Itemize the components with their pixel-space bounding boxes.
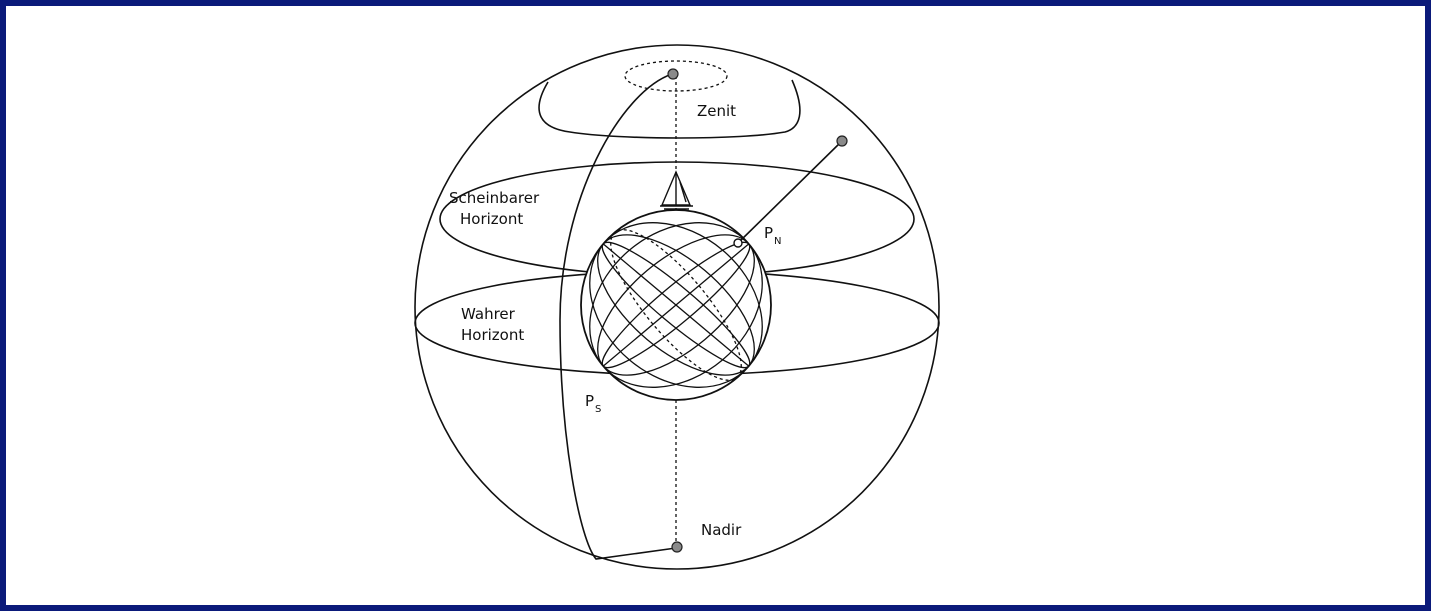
true-horizon-label-line1: Wahrer <box>461 305 516 323</box>
sailboat-icon <box>660 172 693 209</box>
zenith-cap <box>539 80 800 138</box>
north-pole-label: PN <box>764 224 782 247</box>
zenith-label: Zenit <box>697 102 736 120</box>
earth-globe <box>557 189 795 421</box>
south-pole-label: PS <box>585 392 601 415</box>
apparent-horizon-label-line1: Scheinbarer <box>449 189 540 207</box>
pole-axis-line <box>738 141 842 243</box>
point-marker-icon <box>837 136 847 146</box>
nadir-label: Nadir <box>701 521 742 539</box>
apparent-horizon-label-line2: Horizont <box>460 210 523 228</box>
point-marker-icon <box>668 69 678 79</box>
point-marker-icon <box>672 542 682 552</box>
north-pole-marker <box>734 239 742 247</box>
true-horizon-label-line2: Horizont <box>461 326 524 344</box>
